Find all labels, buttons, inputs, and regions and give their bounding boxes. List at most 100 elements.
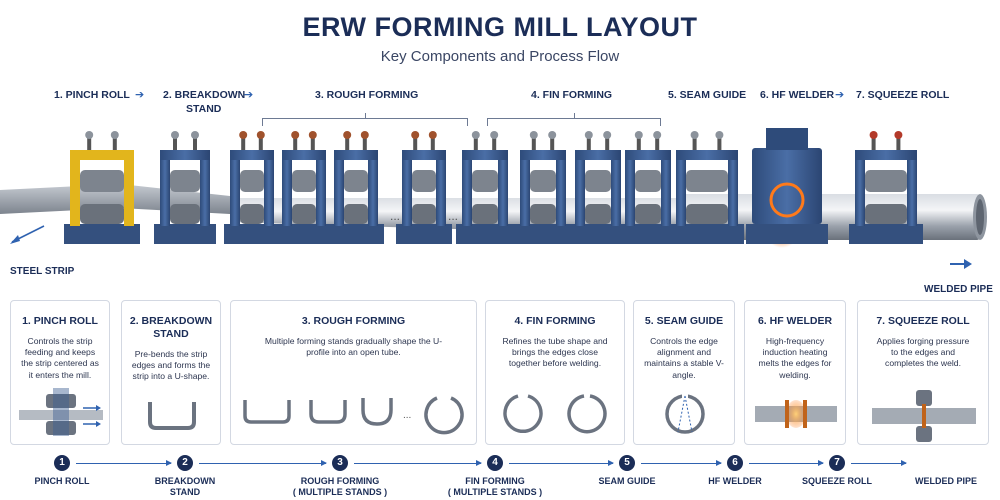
mill-stand-7-post-right [498,154,508,226]
mill-stand-4-roll-top [292,170,316,192]
mill-stand-2-post-left [160,154,170,226]
label-squeeze-roll: 7. SQUEEZE ROLL [856,89,949,101]
mill-stand-9-knob-left [585,131,593,139]
mill-stand-3-top [230,150,274,160]
mill-stand-4-top [282,150,326,160]
label-pinch-roll: 1. PINCH ROLL [54,89,130,101]
mill-stand-11-post-right [728,154,738,226]
mill-stand-4-base [276,224,332,244]
mill-stand-2-base [154,224,216,244]
mill-stand-6-post-left [402,154,412,226]
flow-step-2-badge: 2 [177,455,193,471]
mill-illustration: ... ... [0,118,1000,290]
flow-step-label: PINCH ROLL [35,476,90,487]
mill-stand-7-post-left [462,154,472,226]
rough-forming-profiles-icon: ... [231,384,478,444]
arrow-right-icon: ➔ [244,88,253,101]
arrow-right-icon: ➔ [835,88,844,101]
squeeze-roll-icon [858,384,990,444]
card-fin-forming: 4. FIN FORMING Refines the tube shape an… [485,300,625,445]
mill-stand-9-base [569,224,627,244]
mill-stand-5-post-left [334,154,344,226]
mill-stand-1-base [64,224,140,244]
mill-stand-3-knob-left [239,131,247,139]
mill-stand-8-knob-left [530,131,538,139]
flow-step-label-line2: ( MULTIPLE STANDS ) [293,487,387,497]
mill-stand-1-knob-left [85,131,93,139]
card-title: 2. BREAKDOWN STAND [122,315,220,341]
mill-stand-2-knob-right [191,131,199,139]
mill-stand-11-top [676,150,738,160]
mill-stand-7-base [456,224,514,244]
mill-stand-1-top [70,150,134,160]
flow-step-label: ROUGH FORMING( MULTIPLE STANDS ) [293,476,387,498]
mill-stand-5-roll-bottom [344,204,368,224]
mill-stand-7-roll-top [472,170,498,192]
flow-step-label-line1: SEAM GUIDE [598,476,655,486]
card-title: 3. ROUGH FORMING [231,315,476,328]
fin-forming-profiles-icon [486,384,626,444]
mill-stand-13-top [855,150,917,160]
mill-stand-12 [752,148,822,224]
flow-step-label: BREAKDOWNSTAND [155,476,216,498]
card-description: Pre-bends the strip edges and forms the … [130,349,212,383]
mill-stand-6-post-right [436,154,446,226]
label-rough-forming: 3. ROUGH FORMING [315,89,418,101]
profiles-ellipsis: ... [403,410,411,421]
mill-stand-8-post-left [520,154,530,226]
mill-stand-3-knob-right [257,131,265,139]
card-description: Refines the tube shape and brings the ed… [502,336,608,370]
page-title: ERW FORMING MILL LAYOUT [0,12,1000,43]
mill-stand-10-post-left [625,154,635,226]
mill-stand-8-roll-top [530,170,556,192]
card-description: Controls the edge alignment and maintain… [642,336,726,381]
card-breakdown-stand: 2. BREAKDOWN STAND Pre-bends the strip e… [121,300,221,445]
label-breakdown: 2. BREAKDOWN [163,89,245,101]
card-pinch-roll: 1. PINCH ROLL Controls the strip feeding… [10,300,110,445]
hf-welder-icon [745,384,847,444]
mill-stand-10-roll-bottom [635,204,661,224]
flow-step-label-line1: HF WELDER [708,476,762,486]
mill-stand-6-roll-bottom [412,204,436,224]
mill-ellipsis-2: ... [448,209,458,223]
flow-step-label-line2: STAND [170,487,200,497]
mill-stand-4-knob-right [309,131,317,139]
mill-stand-3-roll-bottom [240,204,264,224]
mill-stand-9-post-left [575,154,585,226]
mill-stand-10-roll-top [635,170,661,192]
mill-stand-4-post-right [316,154,326,226]
flow-step-7-badge: 7 [829,455,845,471]
mill-stand-3-post-left [230,154,240,226]
mill-stand-3-post-right [264,154,274,226]
card-title: 1. PINCH ROLL [11,315,109,328]
flow-step-label: WELDED PIPE [915,476,977,487]
mill-stand-10-post-right [661,154,671,226]
card-description: Multiple forming stands gradually shape … [261,336,446,358]
flow-arrow-icon [851,463,906,464]
card-title: 6. HF WELDER [745,315,845,328]
mill-stand-5-post-right [368,154,378,226]
mill-stand-8-top [520,150,566,160]
flow-step-label-line1: BREAKDOWN [155,476,216,486]
flow-arrow-icon [76,463,171,464]
flow-step-label: SQUEEZE ROLL [802,476,872,487]
mill-stand-9-roll-bottom [585,204,611,224]
flow-step-6-badge: 6 [727,455,743,471]
mill-stand-2-roll-bottom [170,204,200,224]
label-seam-guide: 5. SEAM GUIDE [668,89,746,101]
mill-stand-2-post-right [200,154,210,226]
mill-stand-10-top [625,150,671,160]
mill-stand-10-base [619,224,677,244]
mill-stand-13-post-left [855,154,865,226]
mill-stand-8-knob-right [548,131,556,139]
mill-stand-1-post-right [124,154,134,226]
seam-guide-icon [634,384,736,444]
flow-step-4-badge: 4 [487,455,503,471]
mill-stand-2-top [160,150,210,160]
label-fin-forming: 4. FIN FORMING [531,89,612,101]
card-title: 7. SQUEEZE ROLL [858,315,988,328]
mill-stand-8-base [514,224,572,244]
mill-stand-11-knob-left [691,131,699,139]
mill-stand-6-base [396,224,452,244]
mill-stand-13-knob-right [894,131,902,139]
